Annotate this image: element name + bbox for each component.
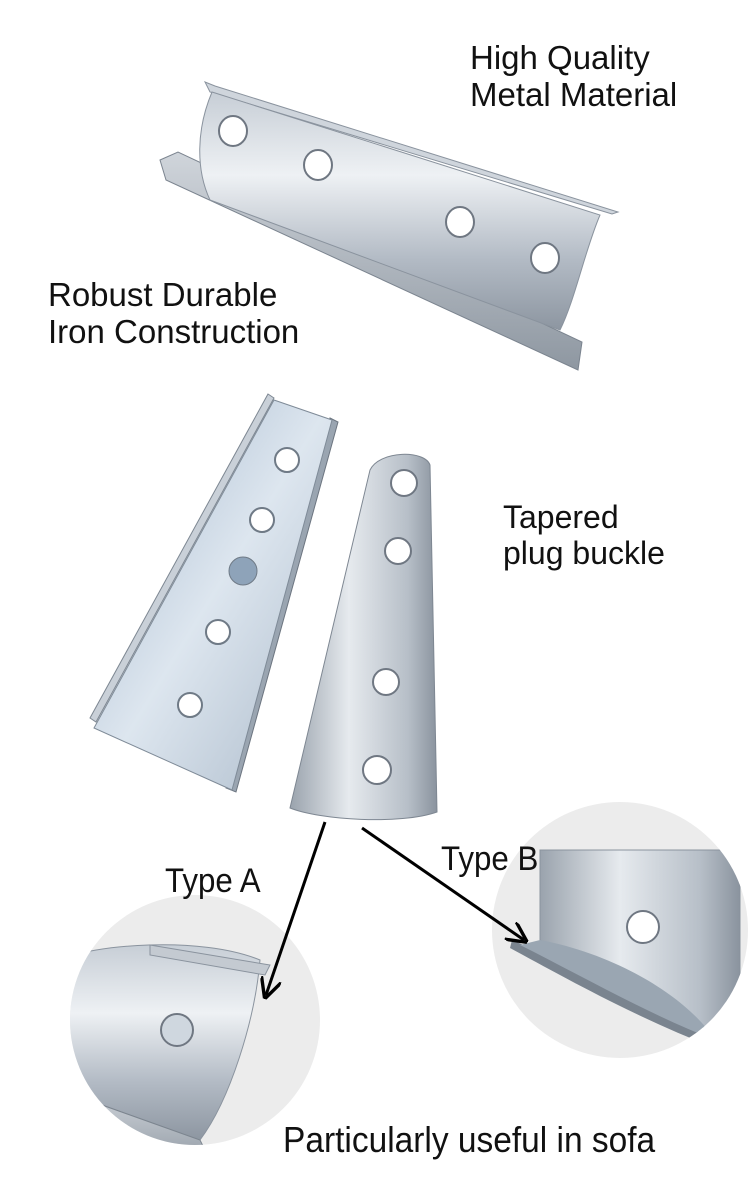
hole [445,206,475,238]
hole [177,692,203,718]
arrow-type-a [266,821,327,995]
hole [303,149,333,181]
label-line: Robust Durable [48,276,278,313]
tapered-bracket-type-a [89,393,339,793]
hole [160,1013,194,1047]
label-tapered-plug-buckle: Tapered plug buckle [503,499,665,572]
hole [384,537,412,565]
label-type-a: Type A [165,862,261,900]
hole [249,507,275,533]
label-robust-durable: Robust Durable Iron Construction [48,276,300,351]
tapered-bracket-type-b [289,453,438,821]
hole [218,115,248,147]
label-high-quality-metal: High Quality Metal Material [470,39,678,114]
label-footer-sofa: Particularly useful in sofa [283,1119,656,1160]
detail-circle-type-b [492,802,748,1058]
label-line: Metal Material [470,75,678,113]
arrow-type-b [361,826,524,940]
hole [362,755,392,785]
hole [626,910,660,944]
label-line: plug buckle [503,534,665,571]
label-line: Tapered [503,499,619,535]
hole [205,619,231,645]
detail-circle-type-a [70,895,320,1145]
hole [274,447,300,473]
label-line: High Quality [470,39,650,76]
label-type-b: Type B [441,840,539,878]
hole [372,668,400,696]
label-line: Iron Construction [48,312,300,350]
hole [530,242,560,274]
hole [390,469,418,497]
long-channel-bracket [159,81,620,371]
dimple [228,556,258,586]
